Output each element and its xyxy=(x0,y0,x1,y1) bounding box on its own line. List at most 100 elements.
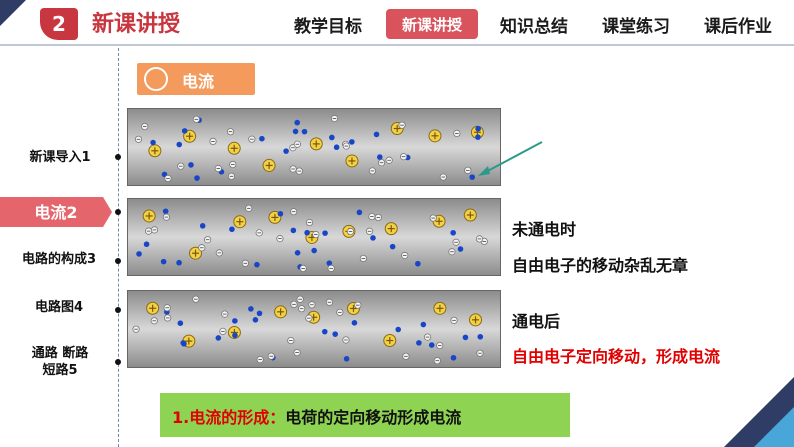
tab-homework[interactable]: 课后作业 xyxy=(704,16,772,37)
page-title: 新课讲授 xyxy=(92,12,181,37)
electron xyxy=(332,331,339,337)
electron xyxy=(229,226,235,233)
electron xyxy=(475,134,481,140)
electron xyxy=(415,260,421,267)
sidebar-item-circuit[interactable]: 电路的构成3 xyxy=(21,252,97,267)
electron xyxy=(143,241,150,248)
wire-panel-intro xyxy=(127,108,501,186)
definition-box xyxy=(160,393,570,437)
electron xyxy=(416,340,422,346)
definition-term: 电流的形成 xyxy=(189,408,270,427)
electron xyxy=(450,354,457,361)
caption-after-desc: 自由电子定向移动，形成电流 xyxy=(512,347,721,366)
electron xyxy=(329,134,335,141)
electron xyxy=(294,250,301,256)
electron xyxy=(232,318,238,324)
electron xyxy=(395,326,402,333)
sidebar-item-circuit-states[interactable]: 通路 断路 短路5 xyxy=(10,345,110,379)
electron xyxy=(199,223,206,229)
electron xyxy=(356,209,363,216)
electron xyxy=(333,144,340,151)
electron xyxy=(252,317,259,323)
timeline-dot xyxy=(115,209,121,215)
sidebar-item-label: 短路5 xyxy=(42,363,78,378)
electron xyxy=(176,141,183,148)
particle-illustration xyxy=(136,204,488,273)
corner-decoration-bottom-accent xyxy=(754,407,794,447)
electron xyxy=(181,128,188,134)
sidebar-item-current[interactable]: 电流2 xyxy=(0,197,112,227)
electron xyxy=(277,210,284,217)
caption-before-desc: 自由电子的移动杂乱无章 xyxy=(512,256,689,275)
tab-summary[interactable]: 知识总结 xyxy=(500,16,568,37)
electron xyxy=(256,310,263,317)
electron xyxy=(180,340,187,346)
section-number-badge: 2 xyxy=(40,8,78,40)
section-tag-label: 电流 xyxy=(182,72,215,91)
electron xyxy=(321,328,328,335)
electron xyxy=(176,259,182,266)
electron xyxy=(475,125,481,132)
electron xyxy=(188,162,194,168)
electron xyxy=(322,230,328,236)
caption-after-title: 通电后 xyxy=(512,312,561,331)
electron xyxy=(351,320,358,326)
electron xyxy=(389,243,396,250)
electron xyxy=(294,119,301,126)
particle-illustration xyxy=(134,114,484,183)
electron xyxy=(290,227,297,234)
wire-panel-before xyxy=(127,198,501,276)
electron xyxy=(376,154,383,160)
header-divider xyxy=(0,44,794,46)
definition-number: 1. xyxy=(172,408,190,427)
electron xyxy=(373,131,380,138)
electron xyxy=(162,208,169,215)
definition-text: 1.电流的形成：电荷的定向移动形成电流 xyxy=(172,404,461,428)
electron xyxy=(420,321,427,328)
electron xyxy=(292,128,299,135)
electron xyxy=(248,306,254,312)
electron xyxy=(160,258,167,265)
electron xyxy=(457,246,464,252)
wire-panel-after xyxy=(127,290,501,368)
pointer-arrow-icon xyxy=(478,141,543,176)
timeline-dot xyxy=(115,359,121,365)
electron xyxy=(254,261,260,268)
tab-teaching-goals[interactable]: 教学目标 xyxy=(294,16,362,37)
electron xyxy=(283,148,289,154)
corner-decoration-top xyxy=(0,0,26,26)
electron xyxy=(177,320,184,326)
electron xyxy=(311,247,317,254)
sidebar-item-intro[interactable]: 新课导入1 xyxy=(29,150,91,165)
electron xyxy=(343,356,350,362)
timeline-dot xyxy=(115,154,121,160)
definition-colon: ： xyxy=(269,408,286,427)
sidebar-item-diagram[interactable]: 电路图4 xyxy=(34,300,84,315)
timeline-dot xyxy=(115,307,121,313)
timeline-line xyxy=(118,48,119,447)
electron xyxy=(326,260,333,266)
circle-icon xyxy=(144,67,168,91)
electron xyxy=(150,139,156,146)
electron xyxy=(469,174,476,180)
electron xyxy=(136,251,142,257)
electron xyxy=(349,139,355,145)
electron xyxy=(194,175,200,181)
electron xyxy=(304,229,310,236)
tab-new-lesson[interactable]: 新课讲授 xyxy=(386,9,478,39)
electron xyxy=(370,235,376,241)
electron xyxy=(450,229,456,236)
tab-practice[interactable]: 课堂练习 xyxy=(602,16,670,37)
electron xyxy=(259,135,265,142)
particle-illustration xyxy=(132,295,484,365)
electron xyxy=(215,335,222,341)
electron xyxy=(232,332,238,339)
sidebar-item-label: 通路 断路 xyxy=(31,346,89,361)
electron xyxy=(301,128,308,135)
electron xyxy=(477,333,484,340)
electron xyxy=(462,334,469,341)
caption-before-title: 未通电时 xyxy=(512,220,577,239)
definition-body: 电荷的定向移动形成电流 xyxy=(285,408,462,427)
timeline-dot xyxy=(115,258,121,264)
electron xyxy=(428,342,435,348)
